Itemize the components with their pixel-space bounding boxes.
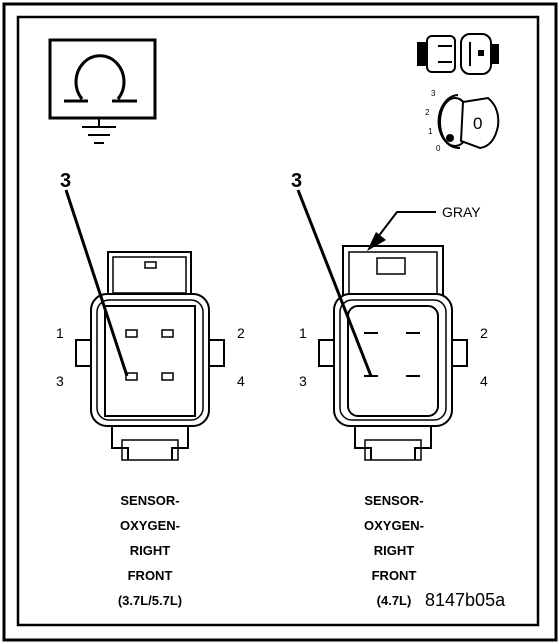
right-caption-line-5: (4.7L)	[376, 593, 412, 608]
left-caption: SENSOR- OXYGEN- RIGHT FRONT (3.7L/5.7L)	[70, 488, 230, 613]
left-caption-line-2: OXYGEN-	[120, 518, 180, 533]
gray-wire-arrowhead	[367, 232, 386, 251]
left-caption-line-5: (3.7L/5.7L)	[117, 593, 183, 608]
left-body	[90, 293, 210, 427]
right-pin-2: 2	[480, 325, 488, 341]
right-pin-4: 4	[480, 373, 488, 389]
ignition-position-2: 2	[425, 108, 430, 117]
right-caption-line-3: RIGHT	[373, 543, 415, 558]
right-pointer-line	[296, 189, 373, 377]
right-caption-line-2: OXYGEN-	[364, 518, 424, 533]
left-terminal-face	[104, 305, 196, 417]
right-terminal-face	[347, 305, 439, 417]
gray-wire-label: GRAY	[442, 204, 481, 220]
left-pin-4: 4	[237, 373, 245, 389]
ohmmeter-icon	[48, 38, 157, 144]
left-connector	[64, 189, 225, 461]
right-body	[333, 293, 453, 427]
left-pin-2: 2	[237, 325, 245, 341]
gray-wire-leader	[370, 211, 436, 247]
connector-disconnect-icon	[417, 33, 499, 75]
ignition-position-0: 0	[436, 144, 441, 153]
ignition-position-3: 3	[431, 89, 436, 98]
left-caption-line-1: SENSOR-	[120, 493, 180, 508]
left-caption-line-3: RIGHT	[129, 543, 171, 558]
left-latch	[107, 251, 192, 297]
inner-border	[16, 15, 540, 627]
right-callout-number: 3	[291, 170, 303, 192]
ignition-position-1: 1	[428, 127, 433, 136]
right-connector	[296, 189, 468, 461]
right-caption: SENSOR- OXYGEN- RIGHT FRONT (4.7L)	[314, 488, 474, 613]
figure-id: 8147b05a	[425, 590, 506, 610]
left-callout-number: 3	[60, 170, 72, 192]
ignition-key-label: 0	[473, 114, 483, 133]
right-caption-line-1: SENSOR-	[364, 493, 424, 508]
left-caption-line-4: FRONT	[127, 568, 173, 583]
left-pin-3: 3	[56, 373, 64, 389]
ignition-switch-icon	[437, 94, 500, 150]
left-pointer-line	[64, 189, 129, 377]
left-pin-1: 1	[56, 325, 64, 341]
right-pin-1: 1	[299, 325, 307, 341]
right-pin-3: 3	[299, 373, 307, 389]
right-caption-line-4: FRONT	[371, 568, 417, 583]
